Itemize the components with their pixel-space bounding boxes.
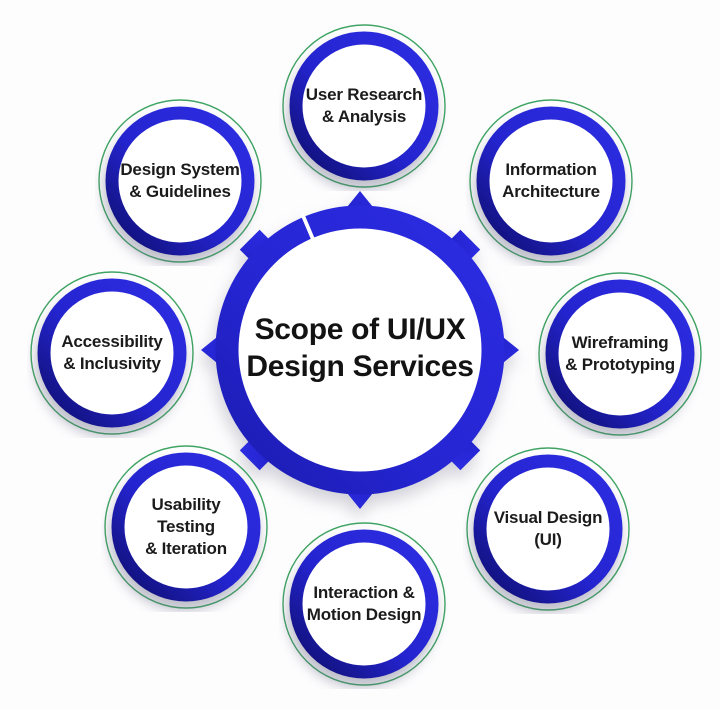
node-information-architecture: Information Architecture [466, 96, 636, 266]
node-circle-graphic [466, 447, 630, 611]
node-user-research: User Research & Analysis [279, 21, 449, 191]
node-outline-green [282, 24, 446, 188]
node-outline-green [30, 271, 194, 435]
node-label: Usability Testing & Iteration [145, 495, 227, 558]
node-accessibility-inclusivity: Accessibility & Inclusivity [27, 268, 197, 438]
node-label: Information Architecture [502, 160, 600, 201]
node-label: Interaction & Motion Design [306, 583, 422, 624]
hub-ring-notch [300, 213, 317, 245]
node-outline-green [469, 99, 633, 263]
node-label: Wireframing & Prototyping [565, 333, 675, 374]
node-outline-green [98, 99, 262, 263]
node-ring-blue [289, 529, 439, 679]
node-ring-blue [545, 279, 695, 429]
node-ring-blue [105, 106, 255, 256]
node-label: Visual Design (UI) [493, 508, 603, 549]
node-wireframing-prototyping: Wireframing & Prototyping [535, 269, 705, 439]
node-circle-graphic [282, 522, 446, 686]
node-circle-graphic [104, 445, 268, 609]
node-circle-graphic [538, 272, 702, 436]
node-design-system-guidelines: Design System & Guidelines [95, 96, 265, 266]
node-outline-green [466, 447, 630, 611]
node-ring-blue [473, 454, 623, 604]
center-hub-ring [201, 191, 519, 509]
node-circle-graphic [282, 24, 446, 188]
node-label: Design System & Guidelines [120, 160, 240, 201]
node-ring-blue [289, 31, 439, 181]
node-circle-graphic [98, 99, 262, 263]
hub-ring-circle [215, 205, 505, 495]
node-circle-graphic [30, 271, 194, 435]
node-outline-green [104, 445, 268, 609]
node-circle-graphic [469, 99, 633, 263]
node-usability-testing-iteration: Usability Testing & Iteration [101, 442, 271, 612]
node-outline-green [282, 522, 446, 686]
node-ring-blue [476, 106, 626, 256]
node-label: User Research & Analysis [305, 85, 423, 126]
node-ring-blue [37, 278, 187, 428]
node-visual-design-ui: Visual Design (UI) [463, 444, 633, 614]
node-ring-blue [111, 452, 261, 602]
node-interaction-motion-design: Interaction & Motion Design [279, 519, 449, 689]
node-outline-green [538, 272, 702, 436]
node-label: Accessibility & Inclusivity [61, 332, 163, 373]
diagram-title: Scope of UI/UX Design Services [246, 313, 474, 383]
